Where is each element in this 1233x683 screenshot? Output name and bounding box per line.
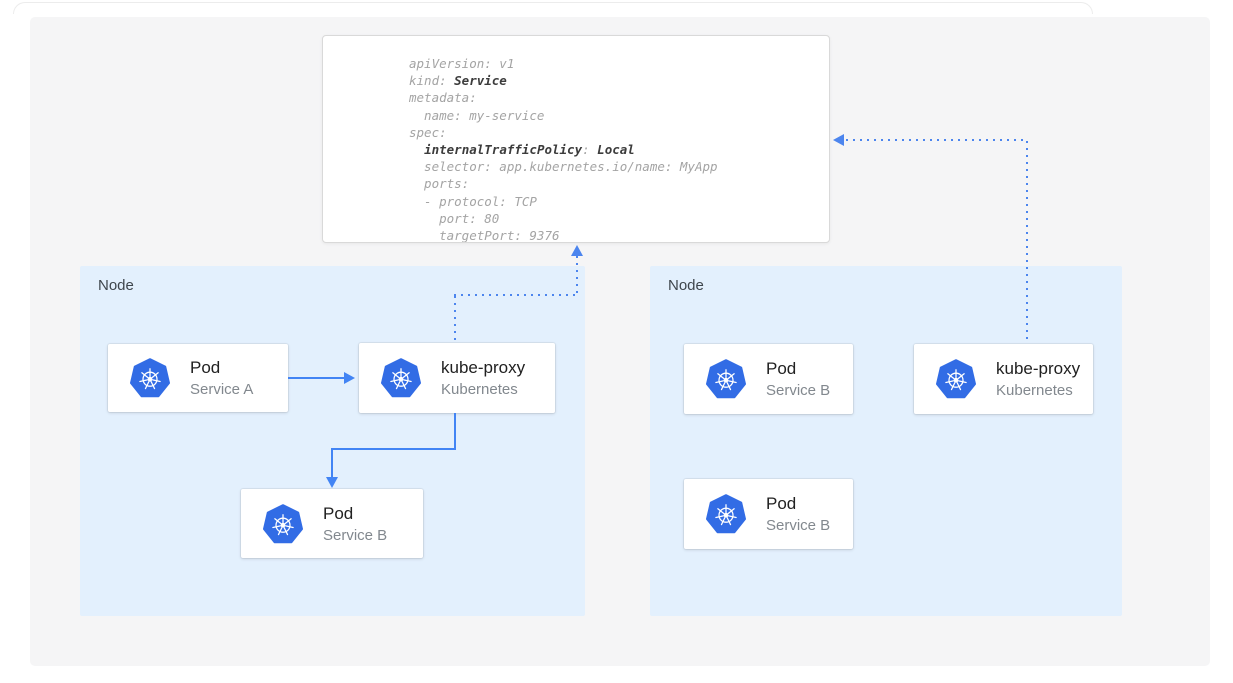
card-pod-service-b-node1: Pod Service B	[241, 489, 423, 558]
card-title: Pod	[766, 494, 797, 513]
card-subtitle: Service B	[323, 526, 388, 544]
node-box-1: Node Pod Service A	[80, 266, 585, 616]
kubernetes-icon	[936, 359, 976, 399]
card-kube-proxy-1: kube-proxy Kubernetes	[359, 343, 555, 413]
card-pod-service-b-node2-top: Pod Service B	[684, 344, 853, 414]
kubernetes-icon	[381, 358, 421, 398]
card-subtitle: Kubernetes	[441, 381, 518, 398]
card-subtitle: Service B	[766, 382, 831, 399]
card-title: Pod	[766, 359, 797, 378]
card-kube-proxy-2: kube-proxy Kubernetes	[914, 344, 1093, 414]
node-box-2: Node Pod Service B	[650, 266, 1122, 616]
kubernetes-icon	[706, 359, 746, 399]
kubernetes-icon	[263, 503, 303, 544]
kubernetes-icon	[706, 494, 746, 534]
card-pod-service-a: Pod Service A	[108, 344, 288, 412]
card-subtitle: Kubernetes	[996, 382, 1073, 399]
node-label: Node	[668, 277, 704, 294]
kubernetes-icon	[130, 358, 170, 398]
card-title: kube-proxy	[441, 358, 526, 377]
card-pod-service-b-node2-bottom: Pod Service B	[684, 479, 853, 549]
card-title: kube-proxy	[996, 359, 1081, 378]
card-subtitle: Service B	[766, 517, 831, 534]
top-divider	[13, 2, 1093, 14]
card-title: Pod	[190, 358, 221, 377]
node-label: Node	[98, 277, 134, 294]
card-subtitle: Service A	[190, 381, 254, 398]
card-title: Pod	[323, 503, 354, 523]
